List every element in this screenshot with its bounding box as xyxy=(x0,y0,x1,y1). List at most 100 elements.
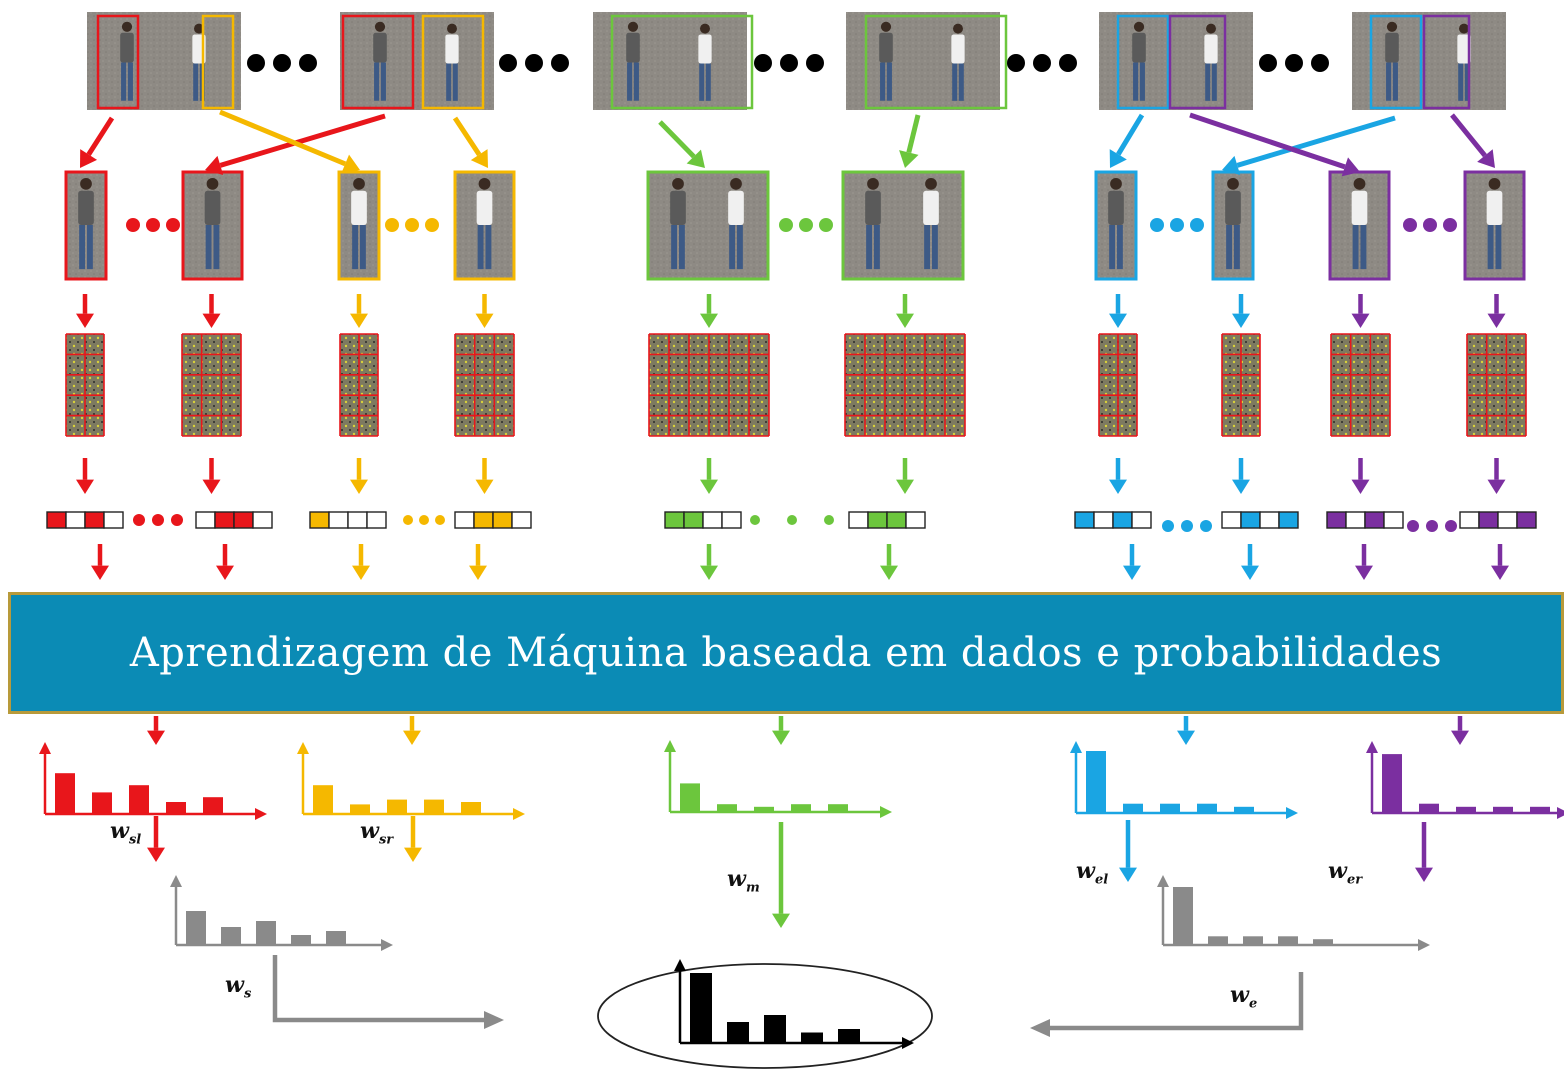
person-leg xyxy=(1495,225,1502,270)
person-leg xyxy=(1360,225,1367,270)
person-torso xyxy=(1204,34,1218,64)
down-arrow-head xyxy=(1351,479,1370,494)
flow-arrows xyxy=(76,109,1509,1037)
person-leg xyxy=(866,225,873,270)
person-torso xyxy=(1486,190,1503,225)
down-arrow-head xyxy=(1415,867,1433,882)
person-crop xyxy=(339,172,379,279)
ellipsis-dot xyxy=(1162,520,1174,532)
person-torso xyxy=(923,190,939,225)
ellipsis-dot xyxy=(166,218,180,232)
detection-box xyxy=(201,14,235,110)
hist-er-bar xyxy=(1382,754,1402,813)
feature-vector-cell xyxy=(1459,511,1480,529)
person-torso xyxy=(1351,190,1368,225)
arrow-head xyxy=(205,155,224,175)
ellipsis-dot xyxy=(499,54,517,72)
person-head xyxy=(730,177,742,190)
ellipsis-dot xyxy=(551,54,569,72)
feature-vector-cell xyxy=(1074,511,1095,529)
person-leg xyxy=(446,63,452,101)
hist-m-y-arrowhead xyxy=(664,740,676,752)
hog-grids xyxy=(65,333,1527,437)
down-arrow-head xyxy=(1351,313,1370,328)
person-leg xyxy=(1109,225,1116,270)
feature-vector-cell xyxy=(905,511,926,529)
person-leg xyxy=(880,62,886,101)
person-torso xyxy=(1385,32,1399,63)
person-leg xyxy=(873,225,880,270)
down-arrow-head xyxy=(896,479,914,494)
final-histogram xyxy=(597,959,933,1069)
person-torso xyxy=(865,190,881,225)
hist-s-bar xyxy=(326,931,346,945)
person-crop xyxy=(1465,172,1524,279)
person-torso xyxy=(476,190,493,225)
person-leg xyxy=(1386,62,1392,101)
feature-vector-cell xyxy=(214,511,235,529)
person-torso xyxy=(1225,190,1241,225)
frame-thumbnail xyxy=(593,12,747,110)
down-arrow-head xyxy=(147,847,165,862)
arrow-head xyxy=(1477,149,1495,168)
frame-thumbnail xyxy=(846,12,1000,110)
feature-vector-cell xyxy=(309,511,330,529)
hist-sl-x-arrowhead xyxy=(255,808,267,820)
hist-m-bar xyxy=(680,783,700,812)
person-torso xyxy=(1457,34,1471,64)
person-head xyxy=(953,23,963,34)
detection-box xyxy=(1116,14,1170,110)
down-arrow-head xyxy=(91,565,109,580)
person-leg xyxy=(924,225,931,270)
ellipsis-dot xyxy=(1285,54,1303,72)
person-head xyxy=(1459,23,1469,34)
person-head xyxy=(80,177,92,190)
person-crop xyxy=(455,172,514,279)
arrow-head xyxy=(899,150,919,168)
ellipsis-dot xyxy=(1443,218,1457,232)
down-arrow-head xyxy=(1109,479,1127,494)
ellipsis-dot xyxy=(1403,218,1417,232)
ellipsis-dot xyxy=(1445,520,1457,532)
ellipsis-dot xyxy=(799,218,813,232)
hist-e-x-arrowhead xyxy=(1418,939,1430,951)
detection-box xyxy=(864,14,1008,110)
ellipsis-dot xyxy=(1259,54,1277,72)
person-head xyxy=(925,177,937,190)
hist-sr-bar xyxy=(387,799,407,814)
arrow-shaft xyxy=(219,113,386,168)
person-head xyxy=(447,23,457,34)
ellipsis-dot xyxy=(405,218,419,232)
person-leg xyxy=(213,225,220,270)
feature-vector-cell xyxy=(46,511,67,529)
feature-vector-cell xyxy=(347,511,368,529)
detection-box xyxy=(341,14,415,110)
person-head xyxy=(121,21,133,32)
down-arrow-head xyxy=(1355,565,1373,580)
hist-sl-bar xyxy=(166,802,186,814)
person-torso xyxy=(351,190,367,225)
ellipsis-dot xyxy=(780,54,798,72)
ellipsis-dot xyxy=(819,218,833,232)
down-arrow-head xyxy=(1119,867,1137,882)
ellipsis-dot xyxy=(1150,218,1164,232)
feature-vector-cell xyxy=(1093,511,1114,529)
person-crop-border xyxy=(841,170,965,281)
down-arrow-head xyxy=(700,313,718,328)
feature-vector-cell xyxy=(721,511,742,529)
hog-cell-area xyxy=(1331,334,1390,436)
ml-banner-text: Aprendizagem de Máquina baseada em dados… xyxy=(129,630,1443,676)
person-head xyxy=(1227,177,1239,190)
person-head xyxy=(478,177,491,190)
person-leg xyxy=(1233,225,1240,270)
hist-el-bar xyxy=(1123,803,1143,813)
ellipsis-dots xyxy=(126,54,1457,532)
hist-m-bar xyxy=(791,804,811,812)
ellipsis-dot xyxy=(435,515,445,525)
hist-final-bar xyxy=(727,1022,749,1043)
hist-s-bar xyxy=(256,921,276,945)
person-torso xyxy=(120,32,134,63)
person-torso xyxy=(879,32,893,63)
person-crop-border xyxy=(646,170,770,281)
